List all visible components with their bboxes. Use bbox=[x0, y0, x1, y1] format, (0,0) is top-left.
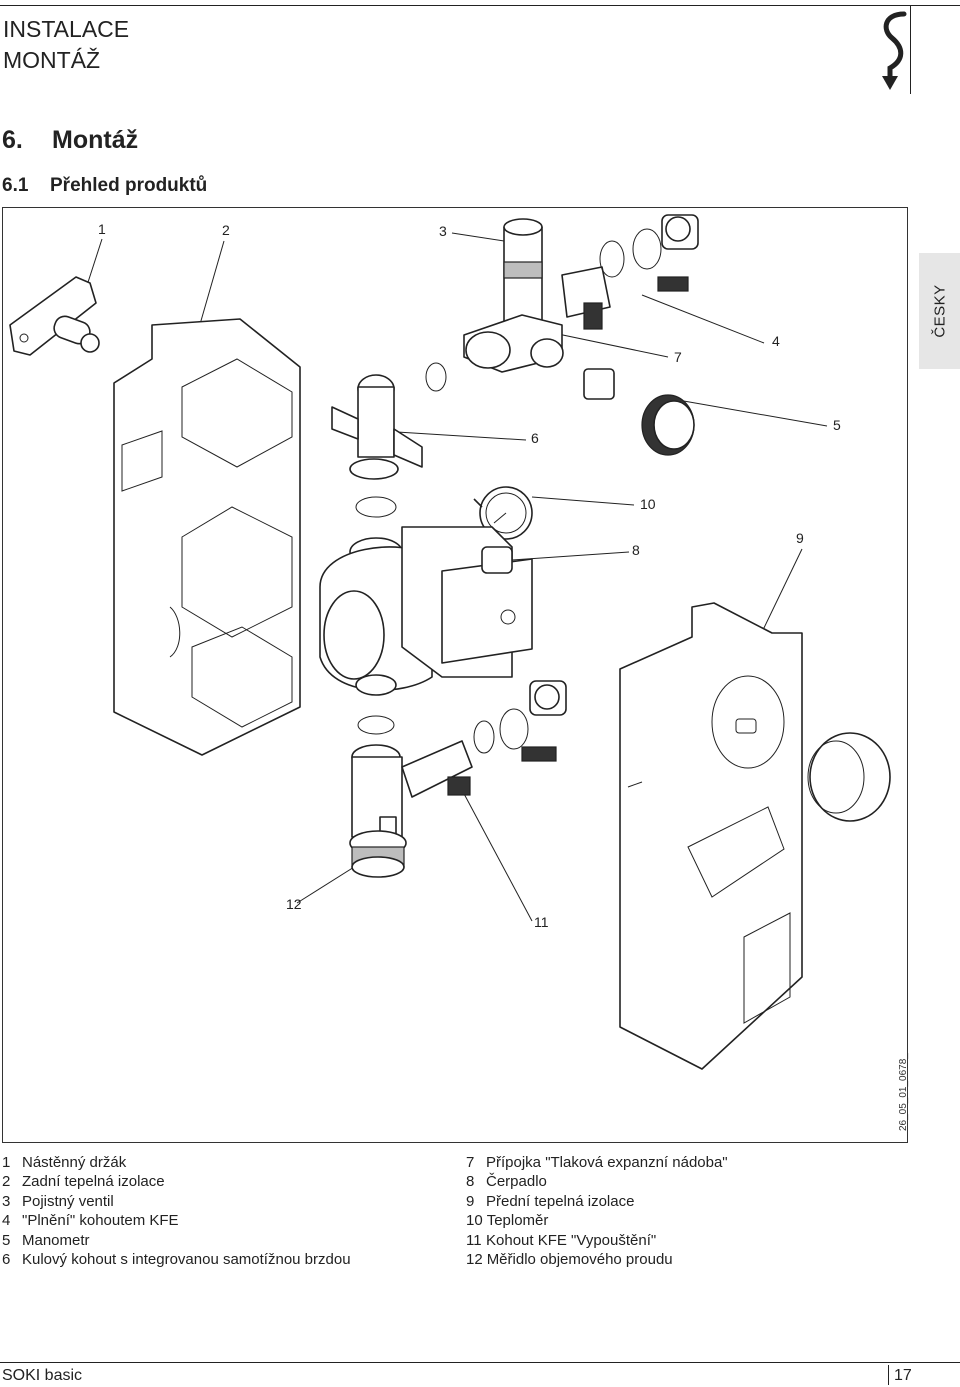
subsection-title: Přehled produktů bbox=[50, 175, 208, 196]
callout-6: 6 bbox=[531, 430, 539, 446]
legend-item: 4"Plnění" kohoutem KFE bbox=[2, 1212, 179, 1230]
front-insulation bbox=[619, 602, 803, 1070]
manometer bbox=[425, 362, 695, 456]
circulation-pump bbox=[319, 526, 533, 735]
flow-meter bbox=[349, 740, 473, 878]
kfe-drain-tap bbox=[473, 680, 567, 762]
chapter-title: INSTALACE MONTÁŽ bbox=[3, 14, 129, 76]
callout-11: 11 bbox=[534, 914, 549, 930]
front-cap bbox=[807, 732, 891, 822]
callout-7: 7 bbox=[674, 349, 682, 365]
callout-4: 4 bbox=[772, 333, 780, 349]
subsection-number: 6.1 bbox=[2, 175, 29, 196]
callout-2: 2 bbox=[222, 222, 230, 238]
language-tab-label: ČESKY bbox=[931, 284, 948, 338]
footer-separator bbox=[888, 1365, 889, 1385]
section-number: 6. bbox=[2, 126, 23, 154]
callout-5: 5 bbox=[833, 417, 841, 433]
kfe-fill-tap bbox=[599, 214, 699, 292]
footer-product-name: SOKI basic bbox=[2, 1367, 83, 1384]
figure-image-code: 26_05_01_0678_ bbox=[898, 1053, 909, 1131]
chapter-title-line2: MONTÁŽ bbox=[3, 47, 101, 73]
brand-logo-icon bbox=[882, 11, 907, 90]
safety-valve bbox=[463, 218, 611, 373]
callout-1: 1 bbox=[98, 221, 106, 237]
rear-insulation bbox=[113, 318, 301, 756]
callout-8: 8 bbox=[632, 542, 640, 558]
thermometer bbox=[473, 486, 533, 540]
footer-rule bbox=[0, 1362, 960, 1363]
callout-9: 9 bbox=[796, 530, 804, 546]
wall-bracket bbox=[9, 276, 100, 356]
section-heading: 6. Montáž bbox=[2, 126, 138, 155]
header-rule bbox=[0, 5, 960, 6]
logo-divider bbox=[910, 6, 911, 94]
page-number: 17 bbox=[894, 1367, 912, 1384]
chapter-title-line1: INSTALACE bbox=[3, 16, 130, 42]
section-title: Montáž bbox=[52, 126, 139, 154]
exploded-view-diagram: 1 2 3 4 5 6 7 8 9 10 11 12 bbox=[9, 214, 891, 1070]
language-tab: ČESKY bbox=[919, 253, 960, 369]
ball-valve bbox=[331, 374, 423, 518]
callout-10: 10 bbox=[640, 496, 656, 512]
figure-frame bbox=[2, 207, 908, 1143]
callout-12: 12 bbox=[286, 896, 302, 912]
callout-3: 3 bbox=[439, 223, 447, 239]
subsection-heading: 6.1 Přehled produktů bbox=[2, 175, 207, 197]
